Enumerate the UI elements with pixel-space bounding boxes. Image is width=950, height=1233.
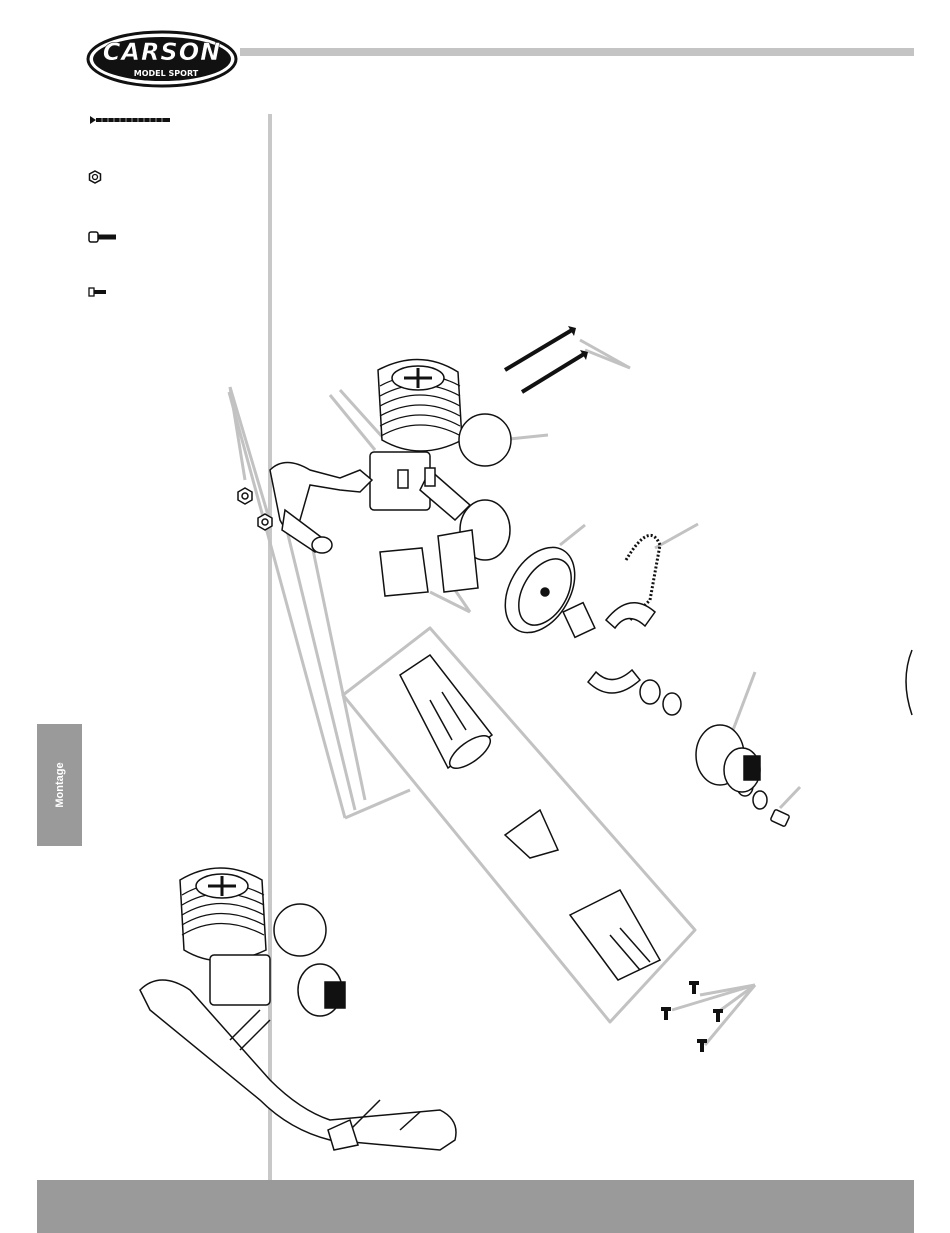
clutch-shoes <box>563 603 655 693</box>
engine-mounts <box>380 530 478 596</box>
exhaust-cone <box>505 810 558 858</box>
clutch-bell <box>696 725 760 792</box>
footer-bar <box>37 1180 914 1233</box>
exhaust-tailpiece <box>400 655 495 774</box>
assembled-engine <box>140 868 456 1150</box>
partial-object <box>906 650 912 715</box>
engine-body <box>270 359 511 560</box>
exhaust-endpiece <box>570 890 660 980</box>
long-screws <box>505 326 588 392</box>
clutch-screw <box>770 809 790 827</box>
